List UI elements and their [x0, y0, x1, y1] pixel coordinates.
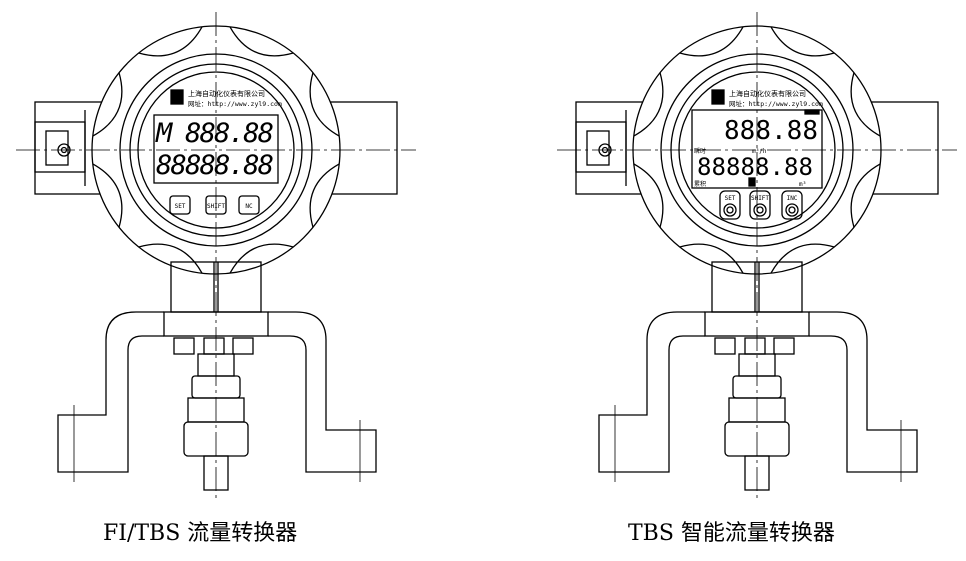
nut	[744, 337, 766, 355]
cover-grip-lobe	[850, 163, 881, 228]
cable-gland	[586, 130, 610, 166]
label-rate: 瞬时	[694, 147, 706, 155]
cover-grip-lobe	[770, 26, 835, 57]
cover-grip-lobe	[633, 163, 664, 228]
caption-tbs-smart: TBS 智能流量转换器	[628, 521, 835, 546]
button-shift	[749, 190, 771, 220]
unit-rate: m³/h	[752, 148, 767, 155]
logo-mark	[711, 89, 725, 105]
button-label-nc: NC	[245, 203, 253, 210]
lcd-panel	[691, 109, 823, 189]
flange	[163, 311, 269, 337]
cover-grip-lobe	[679, 243, 744, 274]
lcd-display-top: 888.88	[724, 116, 818, 146]
nut	[232, 337, 254, 355]
shaft	[744, 455, 770, 491]
unit-total: m³	[799, 181, 806, 188]
button-nc	[238, 195, 260, 215]
button-knob	[785, 203, 799, 217]
company-website: 网址：http://www.zyl9.com	[188, 99, 282, 108]
lcd-panel	[153, 114, 279, 184]
lcd-marker	[748, 177, 756, 187]
button-label-set: SET	[175, 203, 186, 210]
cover-grip-lobe	[309, 163, 340, 228]
bracket-left	[598, 311, 705, 473]
cover-grip-lobe	[229, 243, 294, 274]
button-set	[719, 190, 741, 220]
nut	[714, 337, 736, 355]
button-knob-center	[788, 206, 796, 214]
caption-fi-tbs: FI/TBS 流量转换器	[103, 521, 298, 546]
lcd-indicator	[804, 109, 820, 115]
button-knob-center	[726, 206, 734, 214]
bracket-right	[268, 311, 377, 473]
cover-grip-lobe	[679, 26, 744, 57]
nut	[173, 337, 195, 355]
bracket-left	[57, 311, 164, 473]
cover-grip-lobe	[92, 72, 123, 137]
lcd-display-bottom: 88888.88	[156, 150, 274, 181]
button-knob	[753, 203, 767, 217]
cover-grip-lobe	[229, 26, 294, 57]
button-knob	[723, 203, 737, 217]
shaft	[203, 455, 229, 491]
cable-gland	[45, 130, 69, 166]
lcd-display-top: M 888.88	[155, 118, 274, 149]
company-name: 上海自动化仪表有限公司	[188, 89, 265, 98]
cover-grip-lobe	[92, 163, 123, 228]
button-knob-center	[756, 206, 764, 214]
lcd-display-bottom: 88888.88	[697, 153, 813, 181]
company-website: 网址：http://www.zyl9.com	[729, 99, 823, 108]
cover-grip-lobe	[770, 243, 835, 274]
cover-grip-lobe	[138, 26, 203, 57]
button-shift	[205, 195, 227, 215]
button-label-shift: SHIFT	[751, 195, 769, 202]
cover-grip-lobe	[138, 243, 203, 274]
button-label-shift: SHIFT	[207, 203, 225, 210]
company-name: 上海自动化仪表有限公司	[729, 89, 806, 98]
cover-grip-lobe	[309, 72, 340, 137]
cover-grip-lobe	[850, 72, 881, 137]
cover-grip-lobe	[633, 72, 664, 137]
flange	[704, 311, 810, 337]
logo-mark	[170, 89, 184, 105]
button-label-inc: INC	[787, 195, 798, 202]
button-label-set: SET	[725, 195, 736, 202]
nut	[203, 337, 225, 355]
nut	[773, 337, 795, 355]
button-inc	[781, 190, 803, 220]
label-total: 累积	[694, 180, 706, 188]
button-set	[169, 195, 191, 215]
bracket-right	[809, 311, 918, 473]
